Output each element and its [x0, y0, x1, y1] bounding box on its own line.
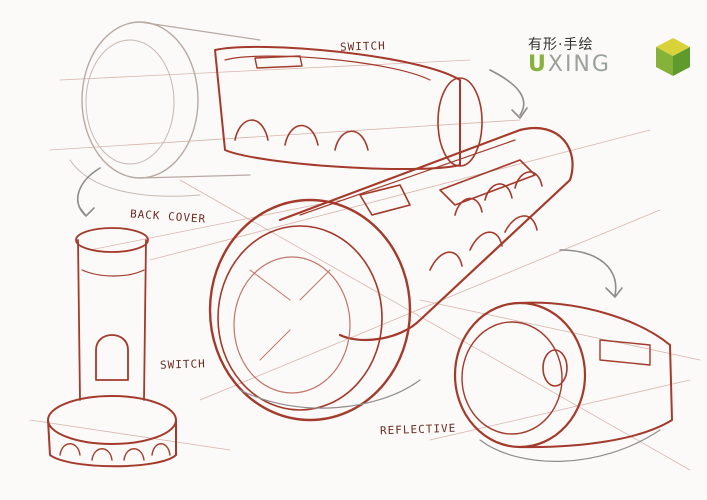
cube-logo-icon [656, 38, 690, 76]
logo-brand: UXING [528, 52, 611, 77]
logo-brand-u: U [528, 52, 548, 77]
flashlight-standing-view [47, 227, 177, 468]
construction-lines [29, 59, 701, 471]
direction-arrows [76, 69, 623, 298]
flashlight-front-view [453, 301, 673, 462]
annotation-reflective: REFLECTIVE [379, 421, 457, 438]
annotation-switch-middle: SWITCH [159, 357, 206, 372]
flashlight-top-view [69, 21, 483, 197]
logo-title: 有形·手绘 [528, 37, 594, 53]
flashlight-main-view [208, 127, 574, 422]
logo-brand-rest: XING [547, 52, 611, 77]
brand-logo: 有形·手绘 UXING [528, 34, 698, 84]
annotation-switch-top: SWITCH [339, 39, 386, 54]
